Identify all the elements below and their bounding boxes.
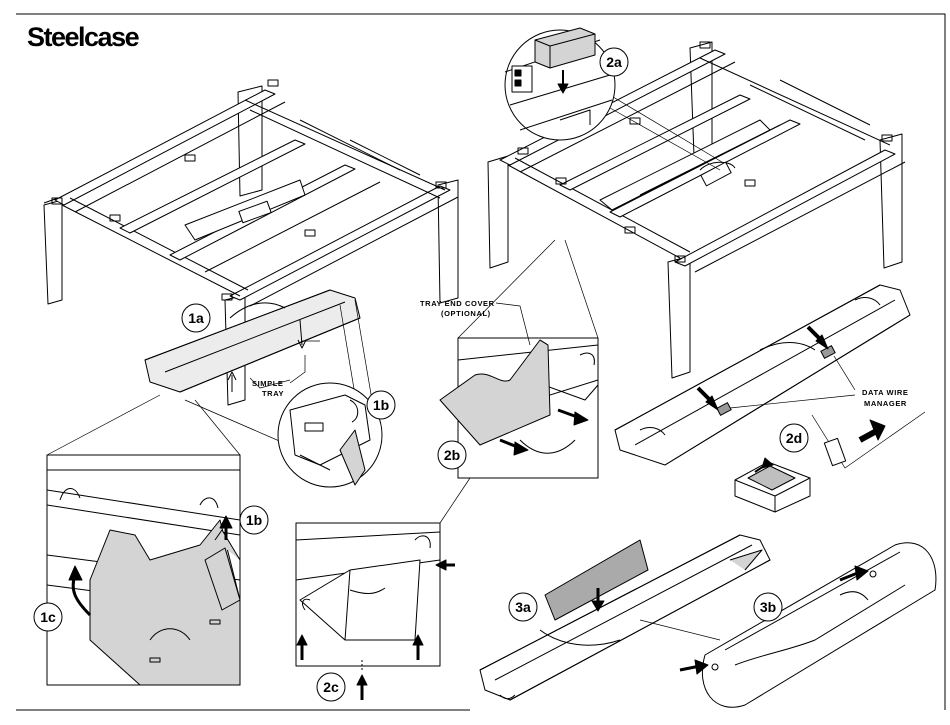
step-1b-marker: 1b [367,391,395,419]
data-wire-text-1: DATA WIRE [862,388,909,397]
simple-tray-callout: SIMPLE TRAY [252,355,305,398]
wire-manager-box-2d [735,458,810,512]
simple-tray-text-2: TRAY [262,389,284,398]
step-1a-marker: 1a [182,304,210,332]
step-2d-marker: 2d [780,424,808,452]
step-3b-marker: 3b [754,593,782,621]
simple-tray-text-1: SIMPLE [252,379,284,388]
step-2b-label: 2b [444,447,460,463]
detail-box-2b [440,240,598,478]
step-1a-label: 1a [188,310,204,326]
step-1b-label: 1b [373,397,389,413]
tray-end-cover-text-2: (OPTIONAL) [441,309,491,318]
detail-box-2c [296,478,470,700]
step-2a-marker: 2a [600,48,628,76]
step-3a-label: 3a [515,599,531,615]
step-1c-label: 1c [40,609,56,625]
step-1b-detail-marker: 1b [240,506,268,534]
tray-with-wire-managers [615,285,925,468]
step-2b-marker: 2b [438,441,466,469]
step-1b-detail-label: 1b [246,512,262,528]
step-2d-label: 2d [786,430,802,446]
data-wire-manager-callout: DATA WIRE MANAGER [862,388,909,408]
step-2c-marker: 2c [317,673,345,701]
step-3b-label: 3b [760,599,776,615]
step-2c-label: 2c [323,679,339,695]
simple-tray-1a [145,290,360,392]
detail-box-1c [47,395,240,685]
tray-end-cover-text-1: TRAY END COVER [420,299,495,308]
step-2a-label: 2a [606,54,622,70]
step-1c-marker: 1c [34,603,62,631]
step-3a-marker: 3a [509,593,537,621]
data-wire-text-2: MANAGER [864,399,907,408]
